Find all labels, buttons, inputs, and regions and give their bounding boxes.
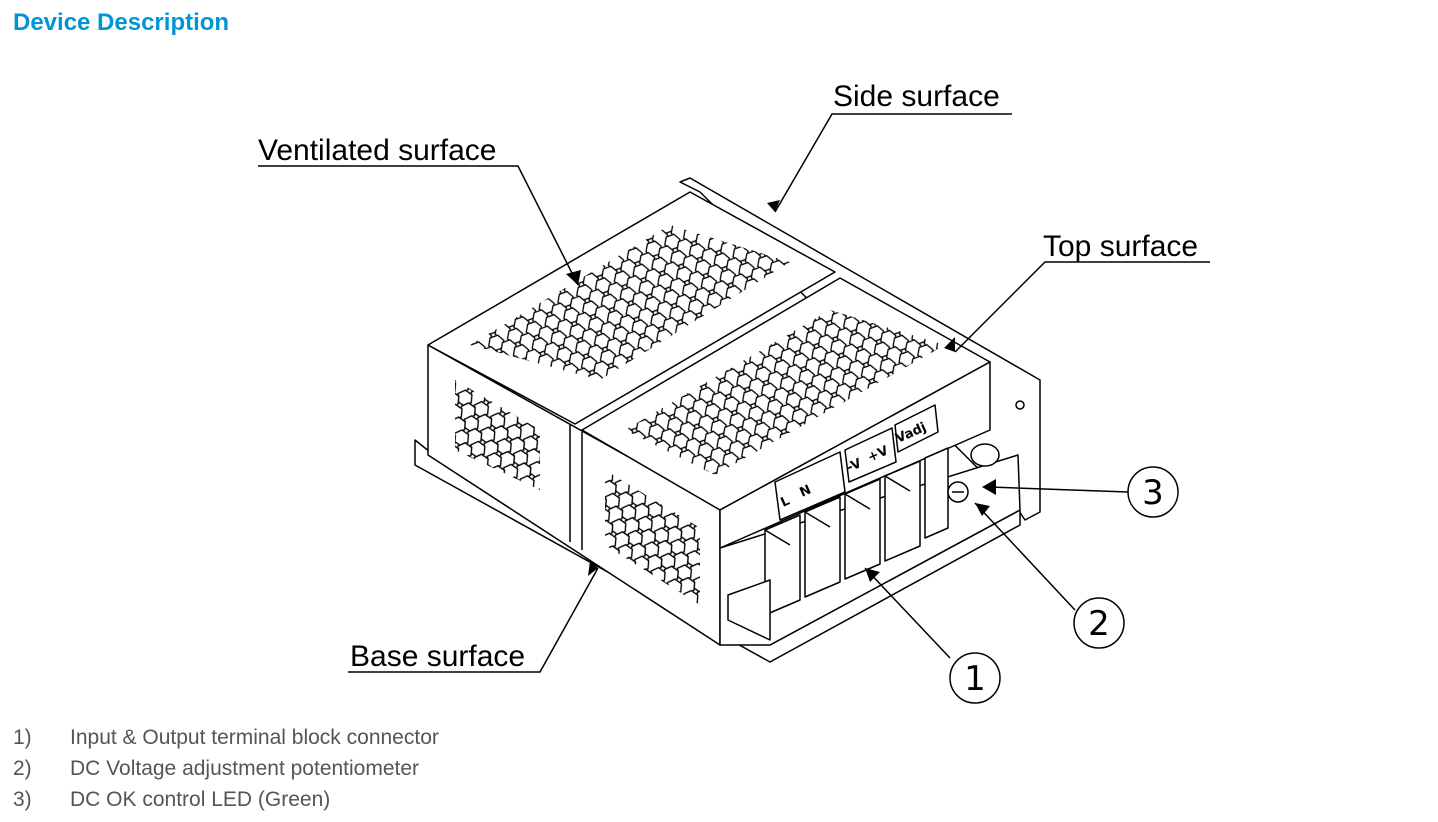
terminal-label-plate: L N -V +V Vadj — [774, 404, 939, 521]
legend-item-text: DC OK control LED (Green) — [70, 788, 331, 811]
leader-arrowheads — [566, 200, 996, 582]
legend-item: 1) Input & Output terminal block connecto… — [13, 722, 439, 753]
dc-ok-led — [970, 443, 1000, 467]
page-title: Device Description — [13, 9, 230, 36]
legend-list: 1) Input & Output terminal block connecto… — [13, 722, 439, 815]
vent-hex-side-left — [455, 380, 540, 490]
leader-lines — [258, 113, 1210, 673]
vent-hex-side-right — [605, 470, 700, 605]
power-supply-body: L N -V +V Vadj — [414, 177, 1041, 663]
terminal-block-connector — [727, 447, 949, 641]
legend-item: 3) DC OK control LED (Green) — [13, 784, 439, 815]
svg-text:1: 1 — [964, 659, 986, 699]
marker-1: 1 — [949, 652, 1001, 704]
legend-item: 2) DC Voltage adjustment potentiometer — [13, 753, 439, 784]
vent-hex-front — [625, 310, 945, 475]
svg-text:3: 3 — [1142, 473, 1164, 513]
callout-side-surface: Side surface — [833, 80, 1000, 113]
legend-item-text: DC Voltage adjustment potentiometer — [70, 757, 420, 780]
legend-item-number: 3) — [13, 788, 32, 811]
callout-ventilated-surface: Ventilated surface — [258, 134, 497, 167]
callout-base-surface: Base surface — [350, 640, 525, 673]
legend-item-number: 1) — [13, 726, 32, 749]
vent-hex-rear — [470, 225, 790, 380]
svg-text:2: 2 — [1088, 604, 1110, 644]
marker-2: 2 — [1073, 597, 1125, 649]
legend-item-text: Input & Output terminal block connector — [70, 726, 439, 749]
legend-item-number: 2) — [13, 757, 32, 780]
marker-3: 3 — [1127, 466, 1179, 518]
callout-top-surface: Top surface — [1043, 230, 1198, 263]
terminal-label-neg-v: -V — [845, 456, 864, 476]
mounting-hole — [1015, 400, 1025, 410]
